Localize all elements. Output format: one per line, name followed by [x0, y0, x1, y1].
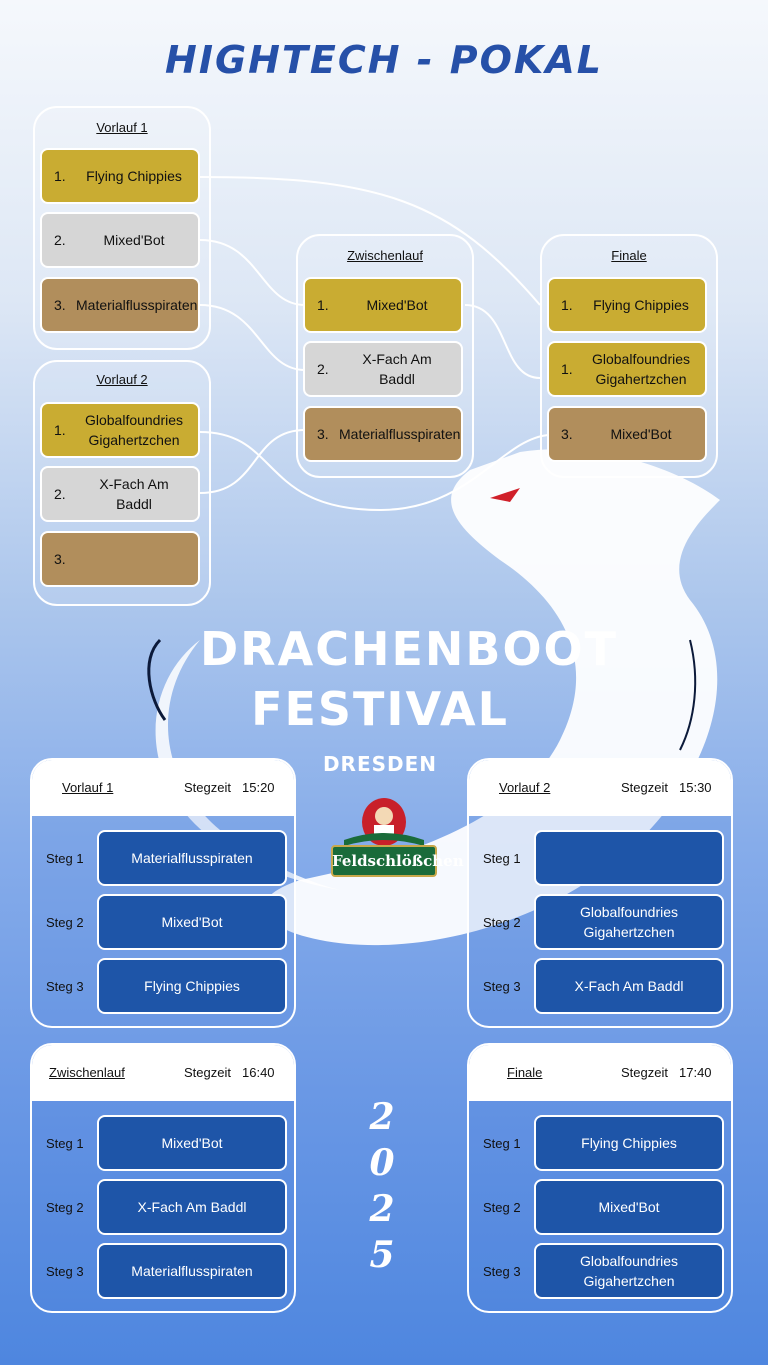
- team-name: Mixed'Bot: [366, 297, 428, 313]
- lane-team: Mixed'Bot: [97, 894, 287, 950]
- sponsor-emblem-icon: [331, 798, 437, 877]
- festival-title-line2: FESTIVAL: [251, 682, 509, 736]
- lane-team: Globalfoundries Gigahertzchen: [534, 1243, 724, 1299]
- card-time-value: 16:40: [242, 1065, 275, 1080]
- lane-team: Mixed'Bot: [97, 1115, 287, 1171]
- bracket-vorlauf2-heading: Vorlauf 2: [96, 372, 148, 387]
- bracket-vorlauf2-slot-1: 1. Globalfoundries Gigahertzchen: [40, 402, 200, 458]
- bracket-finale-slot-1: 1. Flying Chippies: [547, 277, 707, 333]
- bracket-zwischenlauf-slot-1: 1. Mixed'Bot: [303, 277, 463, 333]
- sponsor-name: Feldschlößchen: [332, 852, 464, 870]
- year-digit: 0: [369, 1142, 395, 1184]
- team-name: Materialflusspiraten: [76, 297, 198, 313]
- team-name: X-Fach Am Baddl: [99, 476, 169, 512]
- bracket-zwischenlauf-slot-2: 2. X-Fach Am Baddl: [303, 341, 463, 397]
- rank-label: 1.: [561, 297, 573, 313]
- team-name: Mixed'Bot: [103, 232, 165, 248]
- rank-label: 1.: [561, 361, 573, 377]
- lane-team: Flying Chippies: [97, 958, 287, 1014]
- bracket-vorlauf2-slot-2: 2. X-Fach Am Baddl: [40, 466, 200, 522]
- bracket-vorlauf1-slot-2: 2. Mixed'Bot: [40, 212, 200, 268]
- card-stage-name: Vorlauf 2: [499, 780, 551, 795]
- bracket-vorlauf1-slot-3: 3. Materialflusspiraten: [40, 277, 200, 333]
- bracket-zwischenlauf-heading: Zwischenlauf: [347, 248, 423, 263]
- rank-label: 2.: [54, 232, 66, 248]
- rank-label: 3.: [54, 551, 66, 567]
- bracket-vorlauf1-heading: Vorlauf 1: [96, 120, 148, 135]
- steg-label: Steg 1: [46, 851, 84, 866]
- lane-team: Materialflusspiraten: [97, 1243, 287, 1299]
- card-time-value: 15:30: [679, 780, 712, 795]
- card-time-label: Stegzeit: [184, 780, 231, 795]
- lane-team: Globalfoundries Gigahertzchen: [534, 894, 724, 950]
- festival-title-line1: DRACHENBOOT: [200, 622, 619, 676]
- team-name: Mixed'Bot: [610, 426, 672, 442]
- lane-team: Flying Chippies: [534, 1115, 724, 1171]
- bracket-zwischenlauf-slot-3: 3. Materialflusspiraten: [303, 406, 463, 462]
- lane-team: X-Fach Am Baddl: [97, 1179, 287, 1235]
- card-stage-name: Finale: [507, 1065, 543, 1080]
- bracket-finale-heading: Finale: [611, 248, 647, 263]
- steg-label: Steg 1: [483, 1136, 521, 1151]
- card-time-label: Stegzeit: [621, 1065, 668, 1080]
- card-time-value: 17:40: [679, 1065, 712, 1080]
- schedule-card-zwischenlauf: Zwischenlauf Stegzeit 16:40 Steg 1 Mixed…: [30, 1043, 296, 1313]
- team-name: Flying Chippies: [593, 297, 689, 313]
- bracket-connectors: [199, 176, 549, 512]
- card-header: [32, 760, 294, 816]
- team-name: Materialflusspiraten: [339, 426, 461, 442]
- steg-label: Steg 2: [46, 915, 84, 930]
- bracket-finale-slot-3: 3. Mixed'Bot: [547, 406, 707, 462]
- schedule-card-finale: Finale Stegzeit 17:40 Steg 1 Flying Chip…: [467, 1043, 733, 1313]
- steg-label: Steg 1: [483, 851, 521, 866]
- lane-team: Mixed'Bot: [534, 1179, 724, 1235]
- card-time-value: 15:20: [242, 780, 275, 795]
- year-digit: 2: [369, 1188, 395, 1230]
- schedule-card-vorlauf1: Vorlauf 1 Stegzeit 15:20 Steg 1 Material…: [30, 758, 296, 1028]
- team-name: X-Fach Am Baddl: [362, 351, 432, 387]
- steg-label: Steg 3: [483, 979, 521, 994]
- steg-label: Steg 3: [46, 1264, 84, 1279]
- card-stage-name: Vorlauf 1: [62, 780, 114, 795]
- card-header: [469, 1045, 731, 1101]
- bracket-finale-slot-2: 1. Globalfoundries Gigahertzchen: [547, 341, 707, 397]
- team-name: Globalfoundries Gigahertzchen: [84, 412, 184, 448]
- year-digit: 5: [369, 1234, 395, 1276]
- lane-team: X-Fach Am Baddl: [534, 958, 724, 1014]
- rank-label: 3.: [54, 297, 66, 313]
- rank-label: 2.: [54, 486, 66, 502]
- team-name: Globalfoundries Gigahertzchen: [591, 351, 691, 387]
- lane-team: [534, 830, 724, 886]
- steg-label: Steg 3: [483, 1264, 521, 1279]
- team-name: Flying Chippies: [86, 168, 182, 184]
- rank-label: 3.: [561, 426, 573, 442]
- rank-label: 1.: [54, 422, 66, 438]
- steg-label: Steg 2: [46, 1200, 84, 1215]
- page-title: HIGHTECH - POKAL: [165, 38, 603, 82]
- card-header: [469, 760, 731, 816]
- rank-label: 2.: [317, 361, 329, 377]
- festival-city: DRESDEN: [322, 752, 438, 776]
- lane-team: Materialflusspiraten: [97, 830, 287, 886]
- card-header: [32, 1045, 294, 1101]
- steg-label: Steg 2: [483, 1200, 521, 1215]
- card-time-label: Stegzeit: [621, 780, 668, 795]
- sponsor-logo: Feldschlößchen: [328, 796, 464, 878]
- schedule-card-vorlauf2: Vorlauf 2 Stegzeit 15:30 Steg 1 Steg 2 G…: [467, 758, 733, 1028]
- bracket-vorlauf2-slot-3: 3.: [40, 531, 200, 587]
- year-digit: 2: [369, 1096, 395, 1138]
- steg-label: Steg 1: [46, 1136, 84, 1151]
- card-stage-name: Zwischenlauf: [49, 1065, 125, 1080]
- rank-label: 3.: [317, 426, 329, 442]
- rank-label: 1.: [317, 297, 329, 313]
- rank-label: 1.: [54, 168, 66, 184]
- steg-label: Steg 2: [483, 915, 521, 930]
- steg-label: Steg 3: [46, 979, 84, 994]
- bracket-vorlauf1-slot-1: 1. Flying Chippies: [40, 148, 200, 204]
- card-time-label: Stegzeit: [184, 1065, 231, 1080]
